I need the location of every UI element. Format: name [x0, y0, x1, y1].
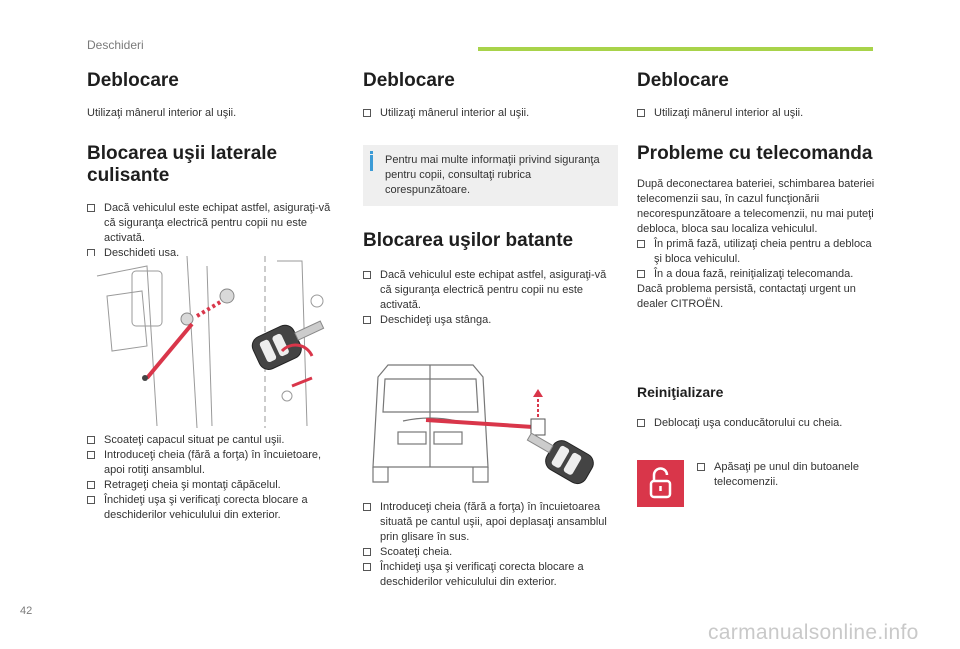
info-icon	[370, 150, 373, 154]
page-number: 42	[20, 605, 33, 617]
list-item: Dacă vehiculul este echipat astfel, asig…	[87, 201, 342, 246]
unlock-icon	[649, 467, 672, 499]
checkbox-icon	[363, 503, 371, 511]
col3-subtitle: Probleme cu telecomanda	[637, 142, 873, 164]
rear-doors-lock-illustration	[363, 357, 618, 487]
checkbox-icon	[637, 418, 645, 427]
list-item: Introduceţi cheia (fără a forţa) în încu…	[87, 448, 342, 478]
col1-subtitle: Blocarea uşii laterale culisante	[87, 143, 342, 187]
checkbox-icon	[87, 451, 95, 459]
col2-steps: Introduceţi cheia (fără a forţa) în încu…	[363, 500, 618, 590]
unlock-button-panel	[637, 460, 684, 507]
list-item: În a doua fază, reiniţializaţi telecoman…	[637, 267, 877, 282]
col1-title: Deblocare	[87, 70, 179, 91]
list-item: Retrageţi cheia şi montaţi căpăcelul.	[87, 478, 342, 493]
checkbox-icon	[363, 315, 371, 324]
checkbox-icon	[637, 108, 645, 117]
col3-paragraph-2: Dacă problema persistă, contactaţi urgen…	[637, 282, 856, 310]
col3-paragraph-1: După deconectarea bateriei, schimbarea b…	[637, 177, 875, 235]
checkbox-icon	[697, 463, 705, 471]
col1-subtitle-line1: Blocarea uşii laterale	[87, 142, 278, 164]
column-sliding-door: Deblocare Utilizaţi mânerul interior al …	[87, 70, 342, 261]
section-label: Deschideri	[87, 38, 144, 52]
list-item: Scoateţi cheia.	[363, 545, 618, 560]
col1-steps: Scoateţi capacul situat pe cantul uşii. …	[87, 433, 342, 523]
checkbox-icon	[87, 203, 95, 212]
checkbox-icon	[363, 108, 371, 117]
col1-subtitle-line2: culisante	[87, 164, 170, 186]
list-item: Deschideţi uşa stânga.	[363, 313, 618, 328]
list-item: Scoateţi capacul situat pe cantul uşii.	[87, 433, 342, 448]
checkbox-icon	[363, 563, 371, 571]
accent-bar	[478, 47, 873, 51]
list-item: Deblocaţi uşa conducătorului cu cheia.	[637, 416, 877, 431]
col2-subtitle: Blocarea uşilor batante	[363, 229, 574, 251]
col3-title: Deblocare	[637, 70, 729, 91]
info-box: Pentru mai multe informaţii privind sigu…	[363, 144, 618, 206]
list-item: Închideţi uşa şi verificaţi corecta bloc…	[87, 493, 342, 523]
list-item: Închideţi uşa şi verificaţi corecta bloc…	[363, 560, 618, 590]
col1-intro: Utilizaţi mânerul interior al uşii.	[87, 106, 237, 119]
checkbox-icon	[87, 496, 95, 504]
watermark: carmanualsonline.info	[708, 621, 919, 644]
sliding-door-lock-illustration	[87, 256, 342, 428]
checkbox-icon	[87, 436, 95, 444]
info-text: Pentru mai multe informaţii privind sigu…	[385, 153, 600, 196]
col3-subtitle-reset: Reiniţializare	[637, 383, 724, 400]
checkbox-icon	[363, 548, 371, 556]
column-remote-control: Deblocare Utilizaţi mânerul interior al …	[637, 70, 877, 431]
checkbox-icon	[363, 270, 371, 279]
list-item: Apăsaţi pe unul din butoanele telecomenz…	[697, 460, 877, 490]
list-item: Utilizaţi mânerul interior al uşii.	[363, 106, 618, 121]
list-item: În primă fază, utilizaţi cheia pentru a …	[637, 237, 877, 267]
list-item: Utilizaţi mânerul interior al uşii.	[637, 106, 877, 121]
col2-title: Deblocare	[363, 70, 455, 91]
list-item: Dacă vehiculul este echipat astfel, asig…	[363, 268, 618, 313]
checkbox-icon	[87, 481, 95, 489]
checkbox-icon	[637, 269, 645, 278]
checkbox-icon	[637, 239, 645, 248]
list-item: Introduceţi cheia (fără a forţa) în încu…	[363, 500, 618, 545]
column-rear-doors: Deblocare Utilizaţi mânerul interior al …	[363, 70, 618, 328]
